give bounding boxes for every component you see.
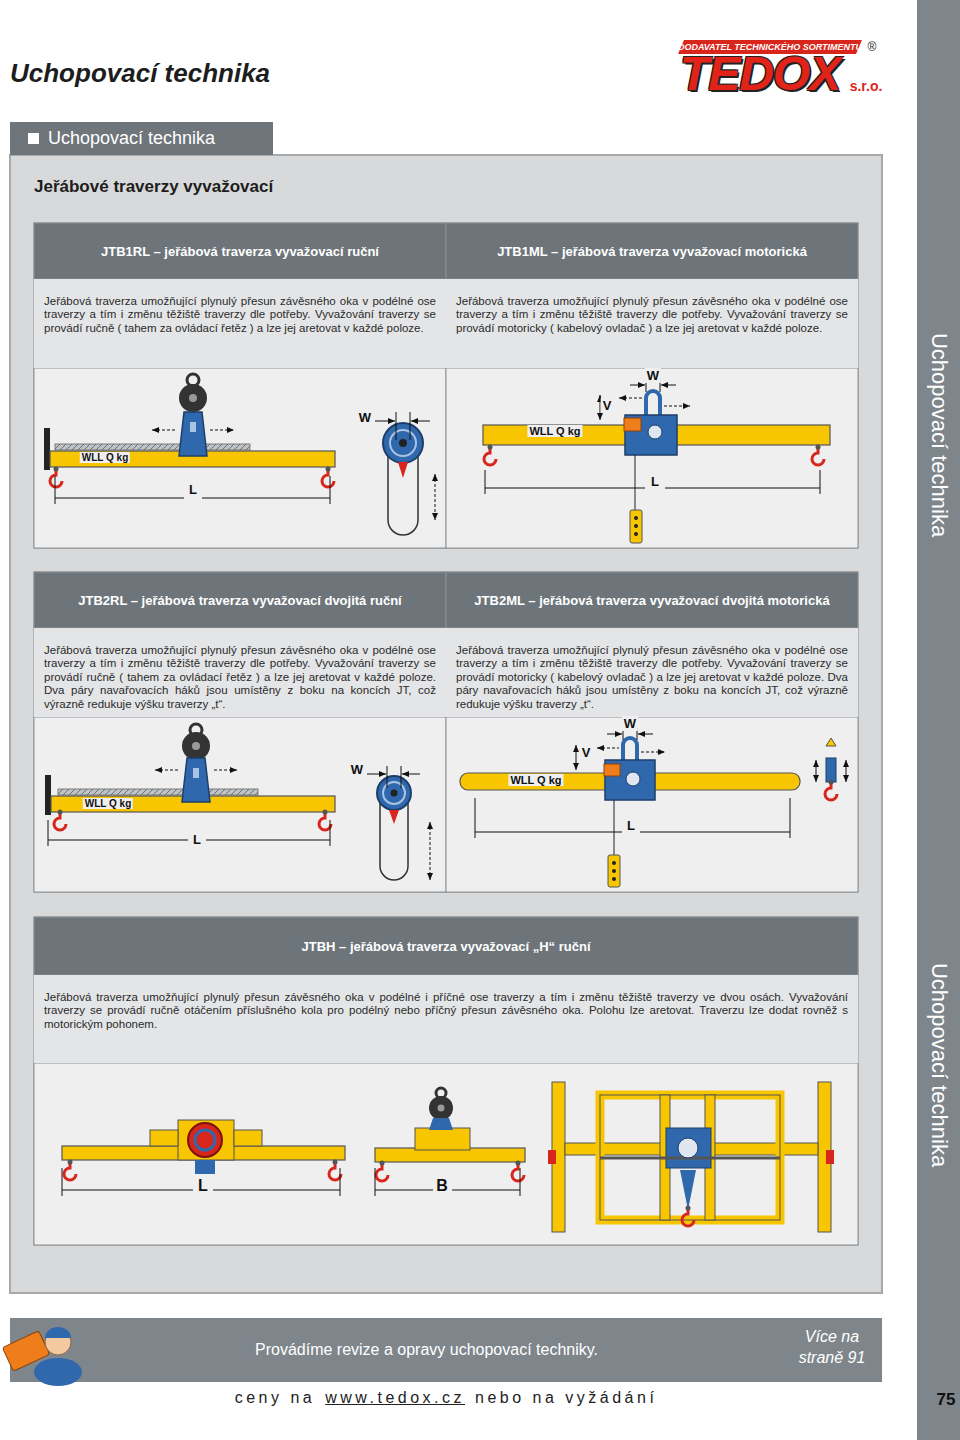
logo-text: s.r.o. bbox=[850, 78, 883, 94]
dimension-label: W bbox=[622, 716, 638, 731]
dimension-label: B bbox=[434, 1177, 450, 1195]
dimension-label: WLL Q kg bbox=[527, 425, 582, 437]
logo-text: ® bbox=[868, 40, 877, 54]
logo-text: TEDOX bbox=[680, 50, 840, 98]
jtbh-drawing bbox=[62, 1082, 834, 1232]
dimension-label: WLL Q kg bbox=[80, 452, 130, 463]
cell-description: Jeřábová traverza umožňující plynulý pře… bbox=[34, 279, 446, 368]
jtb1ml-drawing bbox=[483, 378, 830, 543]
section-heading: Jeřábové traverzy vyvažovací bbox=[34, 177, 273, 197]
dimension-label: W bbox=[349, 762, 365, 777]
jtb2ml-drawing bbox=[460, 728, 846, 887]
dimension-label: L bbox=[187, 482, 199, 497]
cell-header: JTB1RL – jeřábová traverza vyvažovací ru… bbox=[34, 223, 446, 279]
cell-description: Jeřábová traverza umožňující plynulý pře… bbox=[446, 628, 858, 717]
price-line: ceny na www.tedox.cz nebo na vyžádání bbox=[0, 1389, 892, 1407]
mechanic-icon bbox=[2, 1327, 82, 1386]
cell-header: JTB2ML – jeřábová traverza vyvažovací dv… bbox=[446, 572, 858, 628]
cell-description: Jeřábová traverza umožňující plynulý pře… bbox=[34, 975, 858, 1063]
price-note: ceny na bbox=[235, 1389, 316, 1407]
dimension-label: WLL Q kg bbox=[508, 774, 563, 786]
page-number: 75 bbox=[937, 1390, 956, 1410]
product-cell: JTB2ML – jeřábová traverza vyvažovací dv… bbox=[446, 572, 858, 717]
tab-text: Uchopovací technika bbox=[48, 128, 215, 149]
footer-pageref: Více na straně 91 bbox=[782, 1326, 882, 1368]
jtb2rl-drawing bbox=[45, 724, 430, 880]
tab-bullet bbox=[28, 133, 39, 144]
dimension-label: L bbox=[191, 832, 203, 847]
section-tab: Uchopovací technika bbox=[10, 122, 273, 155]
web-link: www.tedox.cz bbox=[325, 1389, 465, 1407]
product-cell: JTB1RL – jeřábová traverza vyvažovací ru… bbox=[34, 223, 446, 368]
dimension-label: L bbox=[196, 1177, 210, 1195]
footer-text: Provádíme revize a opravy uchopovací tec… bbox=[255, 1318, 598, 1382]
dimension-label: V bbox=[580, 745, 593, 760]
cell-header: JTBH – jeřábová traverza vyvažovací „H“ … bbox=[34, 917, 858, 975]
product-cell: JTB2RL – jeřábová traverza vyvažovací dv… bbox=[34, 572, 446, 717]
cell-description: Jeřábová traverza umožňující plynulý pře… bbox=[446, 279, 858, 368]
page-title: Uchopovací technika bbox=[10, 58, 270, 89]
dimension-label: L bbox=[625, 818, 637, 833]
jtb1rl-drawing bbox=[44, 374, 435, 535]
dimension-label: W bbox=[645, 368, 661, 383]
product-cell: JTBH – jeřábová traverza vyvažovací „H“ … bbox=[34, 917, 858, 1063]
price-note: nebo na vyžádání bbox=[475, 1389, 657, 1407]
cell-description: Jeřábová traverza umožňující plynulý pře… bbox=[34, 628, 446, 717]
cell-header: JTB2RL – jeřábová traverza vyvažovací dv… bbox=[34, 572, 446, 628]
side-tab-text: Uchopovací technika bbox=[926, 333, 952, 537]
section-panel: Uchopovací technikaJeřábové traverzy vyv… bbox=[10, 155, 882, 1293]
dimension-label: WLL Q kg bbox=[83, 798, 133, 809]
dimension-label: V bbox=[601, 398, 614, 413]
footer-bar: Provádíme revize a opravy uchopovací tec… bbox=[10, 1318, 882, 1382]
product-cell: JTB1ML – jeřábová traverza vyvažovací mo… bbox=[446, 223, 858, 368]
cell-header: JTB1ML – jeřábová traverza vyvažovací mo… bbox=[446, 223, 858, 279]
side-tab-text: Uchopovací technika bbox=[926, 963, 952, 1167]
dimension-label: W bbox=[357, 410, 373, 425]
dimension-label: L bbox=[649, 474, 661, 489]
